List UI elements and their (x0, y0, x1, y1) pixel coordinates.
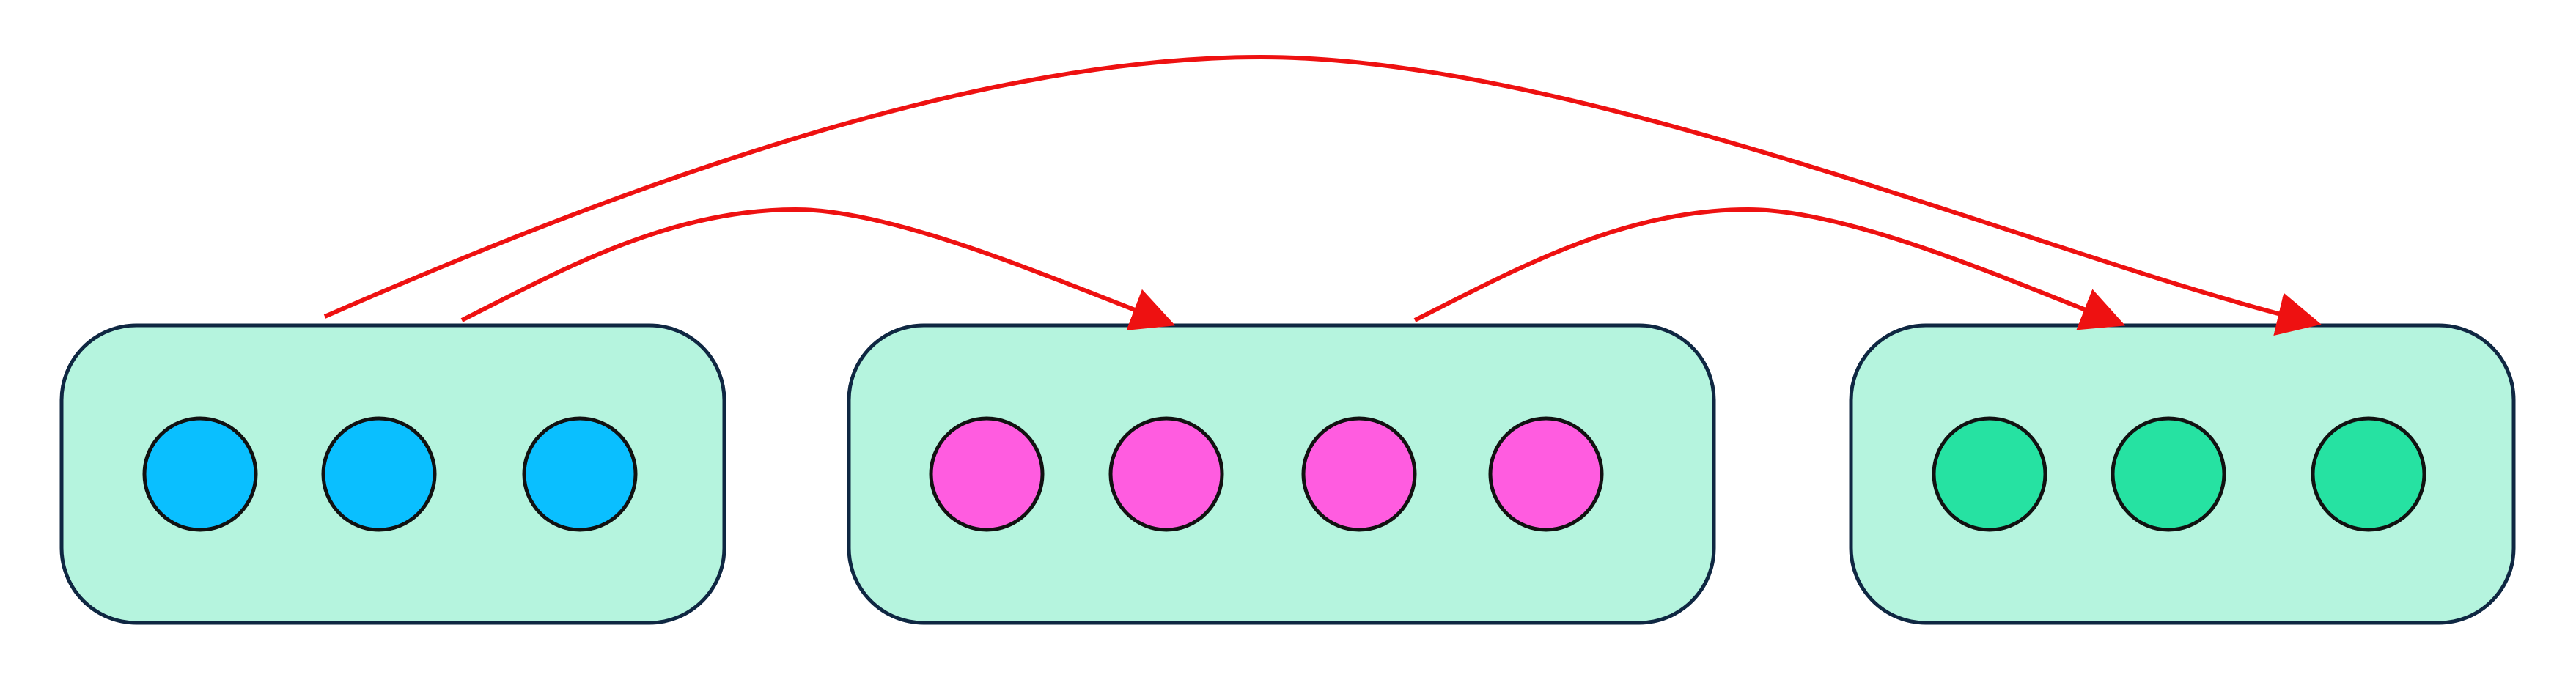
group-1 (59, 323, 726, 625)
arrow-group-1-to-group-3 (323, 54, 2322, 336)
group-3-node-2 (2111, 416, 2226, 532)
group-1-node-3 (522, 416, 638, 532)
group-2-node-3 (1301, 416, 1417, 532)
arrow-group-2-to-group-3 (1413, 207, 2126, 330)
group-3 (1849, 323, 2516, 625)
group-2-box (847, 323, 1716, 625)
group-1-node-2 (321, 416, 437, 532)
group-2 (847, 323, 1716, 625)
group-1-node-1 (142, 416, 258, 532)
group-2-node-1 (929, 416, 1045, 532)
arrow-group-1-to-group-2 (460, 207, 1176, 330)
group-2-node-2 (1108, 416, 1224, 532)
group-2-node-4 (1488, 416, 1604, 532)
group-3-node-1 (1932, 416, 2047, 532)
group-3-node-3 (2311, 416, 2426, 532)
